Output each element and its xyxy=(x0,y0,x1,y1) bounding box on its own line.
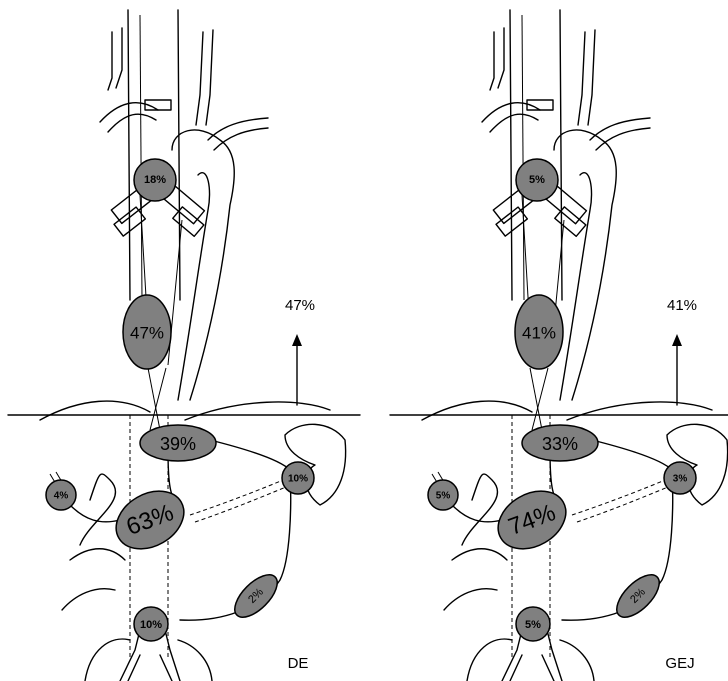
panel-de: 47% 18% 47% 39% 63% 10% 4% 10% xyxy=(8,10,360,681)
node-neck: 18% xyxy=(134,159,176,201)
node-neck-label: 5% xyxy=(529,174,545,186)
node-neck-label: 18% xyxy=(144,174,166,186)
upward-arrow-icon xyxy=(672,334,682,405)
node-left-lateral: 5% xyxy=(428,480,458,510)
node-hiatus: 39% xyxy=(140,425,216,461)
node-hiatus-label: 39% xyxy=(160,434,196,454)
panel-caption: GEJ xyxy=(665,655,694,672)
node-mid-thoracic-label: 41% xyxy=(522,324,556,343)
upward-percent: 41% xyxy=(667,297,697,314)
node-mid-thoracic: 41% xyxy=(515,295,563,369)
node-left-lateral-label: 4% xyxy=(54,491,69,502)
node-mid-thoracic: 47% xyxy=(123,295,171,369)
panel-gej: 41% 5% 41% 33% 74% 3% 5% 5% xyxy=(390,10,728,681)
node-lower-label: 10% xyxy=(140,619,162,631)
node-hiatus-label: 33% xyxy=(542,434,578,454)
node-mid-thoracic-label: 47% xyxy=(130,324,164,343)
node-splenic-label: 3% xyxy=(673,474,688,485)
node-lower-label: 5% xyxy=(525,619,541,631)
node-left-lateral: 4% xyxy=(46,480,76,510)
node-splenic: 3% xyxy=(664,462,696,494)
node-splenic: 10% xyxy=(282,462,314,494)
upward-arrow-icon xyxy=(292,334,302,405)
node-left-lateral-label: 5% xyxy=(436,491,451,502)
node-cardia: 63% xyxy=(106,479,194,560)
node-greater-curve: 2% xyxy=(228,568,285,625)
node-lower: 5% xyxy=(516,607,550,641)
node-lower: 10% xyxy=(134,607,168,641)
node-hiatus: 33% xyxy=(522,425,598,461)
upward-percent: 47% xyxy=(285,297,315,314)
panel-caption: DE xyxy=(288,655,309,672)
node-neck: 5% xyxy=(516,159,558,201)
node-cardia: 74% xyxy=(488,479,576,560)
node-greater-curve: 2% xyxy=(610,568,667,625)
node-splenic-label: 10% xyxy=(288,474,308,485)
